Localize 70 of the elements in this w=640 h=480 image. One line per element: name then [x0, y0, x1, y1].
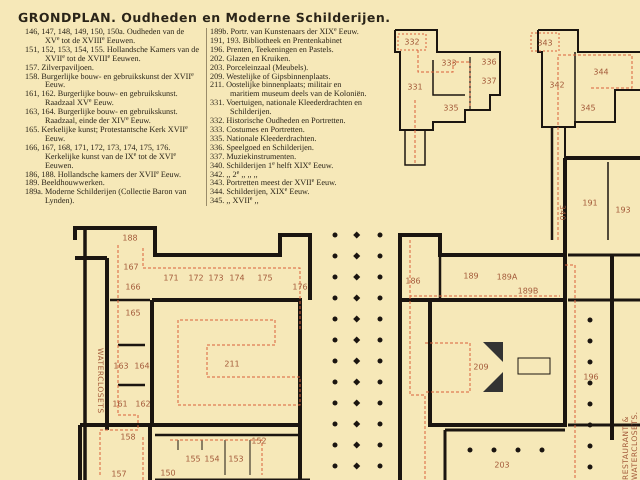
room-number: 211 [224, 360, 240, 368]
room-number: 337 [481, 76, 497, 86]
room-number: 166 [125, 282, 141, 292]
room-number: 150 [160, 468, 176, 478]
legend-entry: 344. Schilderijen, XIX$^{e}$ Eeuw. [210, 188, 310, 197]
room-number: 188 [122, 234, 138, 242]
room-number: 189 [463, 272, 479, 280]
room-number: 174 [229, 274, 245, 282]
room-number: 193 [615, 206, 631, 214]
room-number: 157 [111, 470, 127, 478]
legend-entry: 345. ,, XVII$^{e}$ ,, [210, 197, 260, 206]
room-number: 196 [583, 372, 599, 382]
room-number: 173 [208, 274, 224, 282]
room-number: 152 [251, 436, 267, 446]
legend-entry: 186, 188. Hollandsche kamers der XVII$^{e}$ Eeuw. [25, 170, 182, 179]
legend-entry: 196. Prenten, Teekeningen en Pastels. [210, 46, 335, 54]
legend-entry: 163, 164. Burgerlijke bouw- en gebruikskunst. Raadzaal, einde der XIV$^{e}$ Eeuw. [25, 108, 179, 126]
room-number: 158 [120, 432, 136, 442]
room-number: 331 [407, 82, 423, 92]
legend-entry: 151, 152, 153, 154, 155. Hollandsche Kamers van de XVII$^{e}$ tot de XVIII$^{e}$ Eeuwen. [25, 46, 200, 64]
legend-entry: 336. Speelgoed en Schilderijen. [210, 144, 315, 152]
plan-title: GRONDPLAN. Oudheden en Moderne Schilderijen. [18, 10, 390, 25]
legend-entry: 337. Muziekinstrumenten. [210, 152, 296, 162]
legend-entry: 146, 147, 148, 149, 150, 150a. Oudheden van de XV$^{e}$ tot de XVIII$^{e}$ Eeuwen. [25, 28, 186, 46]
room-number: 162 [135, 400, 151, 408]
legend-entry: 342. ,, 2$^{e}$ ,, ,, ,, [210, 170, 258, 180]
legend-entry: 157. Zilverpaviljoen. [25, 64, 95, 72]
room-number: 203 [494, 460, 510, 470]
room-number: 191 [582, 198, 598, 208]
room-number: 209 [473, 362, 489, 372]
room-number: 167 [123, 262, 139, 272]
legend-entry: 202. Glazen en Kruiken. [210, 54, 290, 64]
legend-entry: 333. Costumes en Portretten. [210, 126, 306, 135]
room-number: 171 [163, 274, 179, 282]
room-number: 165 [125, 308, 141, 318]
room-number: 186 [405, 276, 421, 286]
legend-entry: 165. Kerkelijke kunst; Protestantsche Kerk XVII$^{e}$ Eeuw. [25, 126, 189, 144]
legend-entry: 203. Porceleinzaal (Meubels). [210, 64, 308, 72]
room-number: 172 [188, 274, 204, 282]
legend-entry: 189. Beeldhouwwerken. [25, 179, 106, 188]
legend-entry: 189b. Portr. van Kunstenaars der XIX$^{e}$ Eeuw. [210, 28, 360, 37]
legend-entry: 343. Portretten meest der XVII$^{e}$ Eeuw. [210, 179, 338, 188]
room-number: 155 [185, 454, 201, 464]
room-number: 189A [496, 272, 518, 282]
legend-entry: 189a. Moderne Schilderijen (Collectie Baron van Lynden). [25, 188, 188, 206]
room-number: 342 [549, 80, 565, 90]
room-number: 161 [112, 400, 128, 408]
room-number: 163 [113, 362, 129, 370]
legend-entry: 161, 162. Burgerlijke bouw- en gebruikskunst. Raadzaal XV$^{e}$ Eeuw. [25, 90, 179, 108]
legend-entry: 191, 193. Bibliotheek en Prentenkabinet [210, 36, 343, 46]
room-number: 154 [204, 454, 220, 464]
room-number: 335 [443, 104, 459, 112]
legend-entry: 211. Oostelijke binnenplaats; militair en maritiem museum deels van de Koloniën. [210, 81, 368, 99]
legend-entry: 332. Historische Oudheden en Portretten. [210, 117, 347, 126]
room-number: 344 [593, 68, 609, 76]
room-number: 336 [481, 58, 497, 66]
legend-entry: 331. Voertuigen, nationale Kleederdrachten en Schilderijen. [210, 99, 364, 117]
legend-entry: 335. Nationale Kleederdrachten. [210, 134, 318, 144]
room-number: 164 [134, 362, 150, 370]
room-number: 175 [257, 274, 273, 282]
room-number: 332 [404, 38, 420, 46]
legend-entry: 158. Burgerlijke bouw- en gebruikskunst der XVII$^{e}$ Eeuw. [25, 72, 195, 90]
room-number: 153 [228, 454, 244, 464]
room-number: 333 [441, 58, 457, 68]
legend-entry: 209. Westelijke of Gipsbinnenplaats. [210, 72, 330, 82]
room-number: 345 [580, 104, 596, 112]
legend-entry: 166, 167, 168, 171, 172, 173, 174, 175, 176. Kerkelijke kunst van de IX$^{e}$ tot de XVI$^{e}$ Eeuwen. [25, 144, 178, 170]
room-number: 176 [292, 282, 308, 292]
room-number: 189B [518, 286, 538, 296]
legend-entry: 340. Schilderijen 1$^{e}$ helft XIX$^{e}$ Eeuw. [210, 162, 334, 170]
